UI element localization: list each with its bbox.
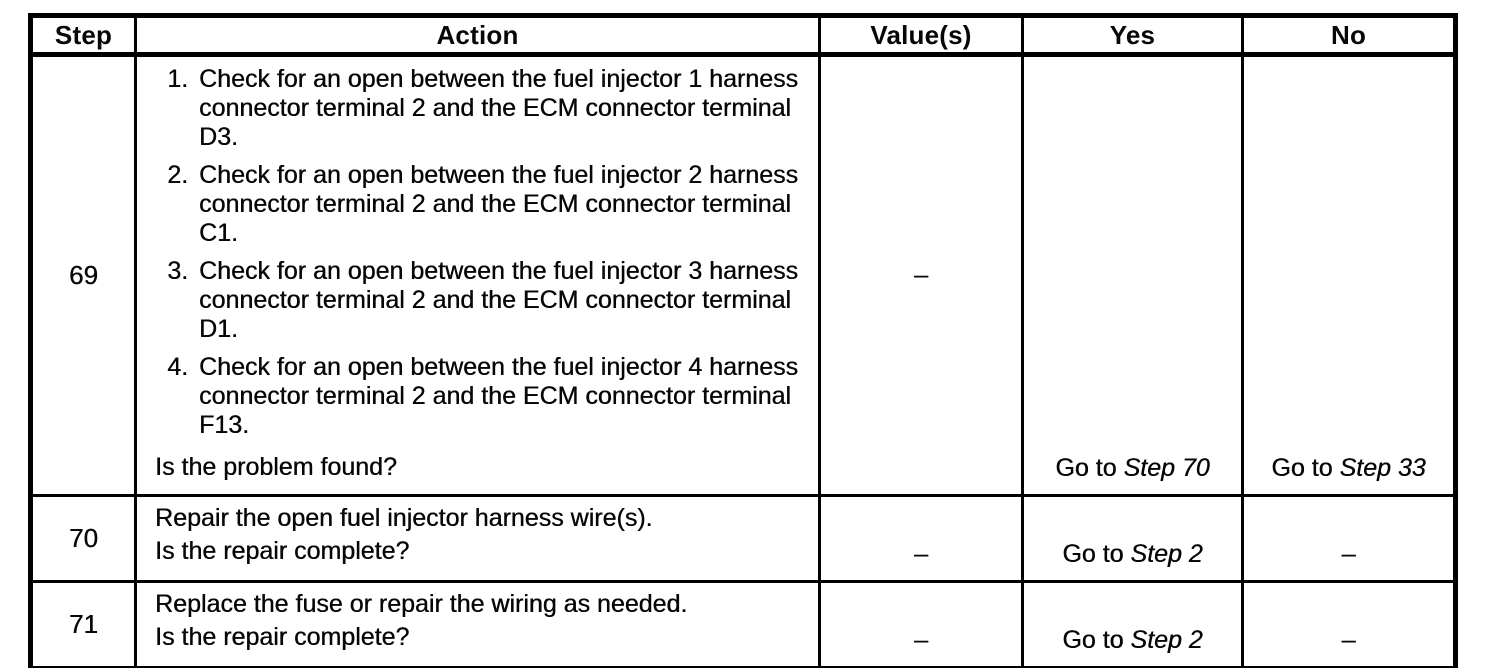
goto-reference: Go to Step 2 <box>1062 540 1202 568</box>
column-header-step: Step <box>29 14 137 57</box>
action-cell: Check for an open between the fuel injec… <box>134 53 821 497</box>
action-cell: Repair the open fuel injector harness wi… <box>134 494 821 583</box>
diagnostic-table: Step Action Value(s) Yes No 69 Check for… <box>28 13 1458 668</box>
action-text: Repair the open fuel injector harness wi… <box>155 504 653 532</box>
step-number: 69 <box>29 53 137 497</box>
header-row: Step Action Value(s) Yes No <box>29 14 1457 57</box>
action-item: Check for an open between the fuel injec… <box>195 353 808 440</box>
goto-step-target: Step 33 <box>1339 454 1426 482</box>
value-cell: – <box>818 580 1024 668</box>
step-number: 71 <box>29 580 137 668</box>
column-header-values: Value(s) <box>818 14 1024 57</box>
action-item: Check for an open between the fuel injec… <box>195 65 808 152</box>
yes-cell: Go to Step 70 <box>1021 53 1244 497</box>
goto-reference: Go to Step 33 <box>1271 454 1425 482</box>
value-cell: – <box>818 53 1024 497</box>
action-list: Check for an open between the fuel injec… <box>155 65 808 440</box>
question-text: Is the repair complete? <box>155 537 410 565</box>
goto-reference: – <box>1342 626 1356 654</box>
goto-prefix: Go to <box>1271 454 1340 482</box>
goto-prefix: – <box>1341 540 1356 568</box>
question-text: Is the problem found? <box>155 453 397 481</box>
goto-step-target: Step 2 <box>1130 540 1203 568</box>
goto-prefix: Go to <box>1062 626 1131 654</box>
table-row-step-70: 70 Repair the open fuel injector harness… <box>29 494 1457 583</box>
goto-reference: – <box>1342 540 1356 568</box>
action-item: Check for an open between the fuel injec… <box>195 257 808 344</box>
yes-cell: Go to Step 2 <box>1021 494 1244 583</box>
action-item: Check for an open between the fuel injec… <box>195 161 808 248</box>
value-cell: – <box>818 494 1024 583</box>
column-header-yes: Yes <box>1021 14 1244 57</box>
goto-reference: Go to Step 70 <box>1055 454 1209 482</box>
action-cell: Replace the fuse or repair the wiring as… <box>134 580 821 668</box>
table-row-step-69: 69 Check for an open between the fuel in… <box>29 53 1457 497</box>
no-cell: – <box>1241 494 1457 583</box>
no-cell: Go to Step 33 <box>1241 53 1457 497</box>
no-cell: – <box>1241 580 1457 668</box>
step-number: 70 <box>29 494 137 583</box>
action-text: Replace the fuse or repair the wiring as… <box>155 590 688 618</box>
column-header-no: No <box>1241 14 1457 57</box>
table-row-step-71: 71 Replace the fuse or repair the wiring… <box>29 580 1457 668</box>
column-header-action: Action <box>134 14 821 57</box>
question-text: Is the repair complete? <box>155 623 410 651</box>
goto-prefix: Go to <box>1055 454 1124 482</box>
goto-prefix: Go to <box>1062 540 1131 568</box>
goto-reference: Go to Step 2 <box>1062 626 1202 654</box>
yes-cell: Go to Step 2 <box>1021 580 1244 668</box>
goto-step-target: Step 70 <box>1123 454 1210 482</box>
goto-prefix: – <box>1341 626 1356 654</box>
goto-step-target: Step 2 <box>1130 626 1203 654</box>
